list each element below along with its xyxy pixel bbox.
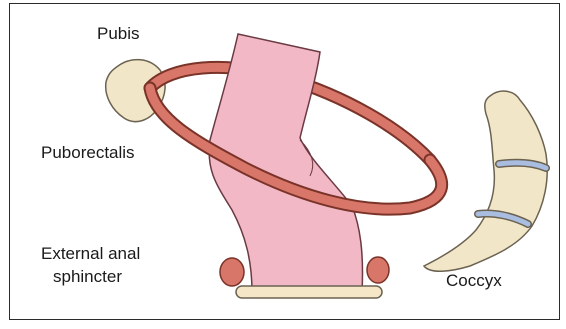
label-pubis: Pubis <box>97 23 140 44</box>
label-puborectalis: Puborectalis <box>41 142 135 163</box>
label-coccyx: Coccyx <box>446 270 502 291</box>
label-external-anal-sphincter-line1: External anal <box>41 243 140 264</box>
external-anal-sphincter-left <box>220 258 244 286</box>
external-anal-sphincter-right <box>367 257 389 283</box>
anal-opening-base <box>236 286 382 298</box>
label-external-anal-sphincter-line2: sphincter <box>53 266 122 287</box>
